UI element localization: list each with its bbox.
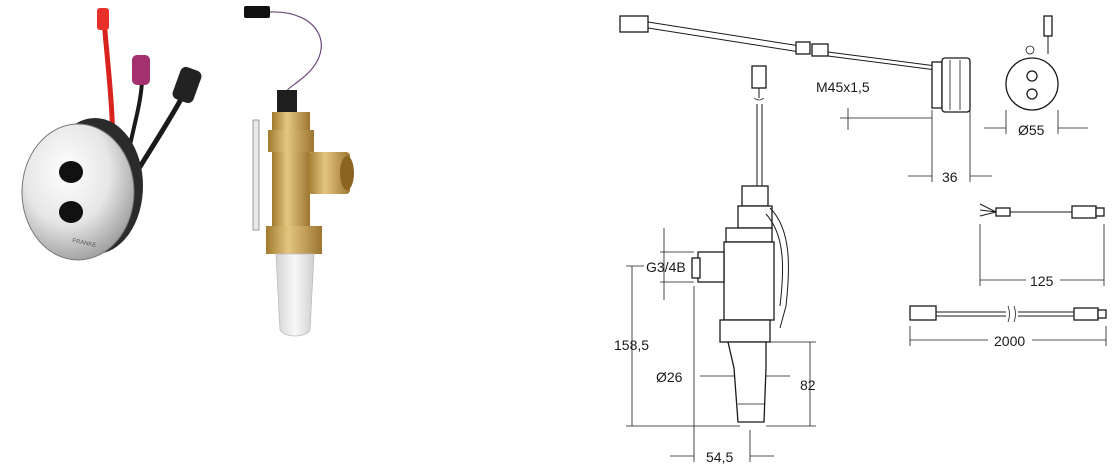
label-thread-sensor: M45x1,5: [816, 79, 870, 95]
black-cable: [132, 90, 188, 177]
valve-plug: [244, 6, 270, 18]
label-outlet-diameter: Ø26: [656, 369, 683, 385]
valve-inlet: [340, 156, 354, 190]
magenta-connector: [132, 55, 150, 85]
sensor-eye-bottom: [59, 201, 83, 223]
label-sensor-diameter: Ø55: [1018, 122, 1045, 138]
label-outlet-length: 82: [800, 377, 816, 393]
label-inlet-thread: G3/4B: [646, 259, 686, 275]
black-connector: [172, 66, 202, 104]
label-valve-height: 158,5: [614, 337, 649, 353]
pilot-tube: [252, 119, 260, 231]
sensor-side-drawing: [619, 15, 971, 113]
sensor-front-drawing: [1005, 15, 1059, 111]
valve-photo: [244, 6, 354, 337]
valve-drawing: [691, 65, 790, 423]
sensor-photo: FRANKE: [21, 8, 202, 261]
label-cable-short: 125: [1030, 273, 1054, 289]
valve-wire: [269, 11, 322, 95]
sensor-face: [21, 123, 135, 261]
label-cable-long: 2000: [994, 333, 1025, 349]
long-cable-drawing: [909, 305, 1107, 323]
sensor-eye-top: [59, 161, 83, 183]
valve-outlet: [275, 253, 315, 337]
red-connector: [97, 8, 109, 30]
short-cable-drawing: [979, 203, 1105, 219]
label-valve-width: 54,5: [706, 449, 733, 465]
brand-logo: FRANKE: [72, 238, 97, 249]
label-sensor-depth: 36: [942, 169, 958, 185]
